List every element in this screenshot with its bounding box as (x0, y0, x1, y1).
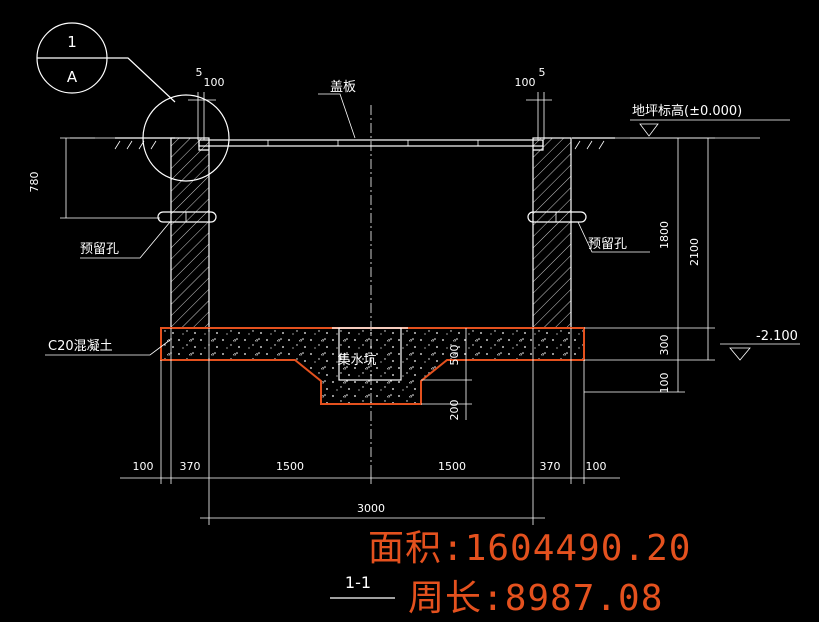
area-label: 面积: (368, 528, 465, 569)
reserved-hole-right-label: 预留孔 (588, 237, 627, 252)
dim-bottom-100-left: 100 (133, 460, 154, 473)
perimeter-value: 8987.08 (505, 578, 664, 619)
right-dimensions: 1800 2100 300 100 (584, 137, 715, 394)
left-hole-callout: 预留孔 (80, 221, 171, 259)
dim-bottom-1500-left: 1500 (276, 460, 304, 473)
dim-top-right-5: 5 (539, 66, 546, 79)
perimeter-readout: 周长:8987.08 (408, 578, 663, 619)
elevation-label: -2.100 (756, 329, 798, 344)
ground-level-callout: 地坪标高(±0.000) (630, 103, 790, 137)
detail-number: 1 (67, 33, 77, 51)
sump-dimensions: 500 200 (421, 328, 472, 421)
dim-top-right-100: 100 (515, 76, 536, 89)
concrete-callout: C20混凝土 (45, 338, 171, 356)
dim-bottom-370-left: 370 (180, 460, 201, 473)
dim-bottom-total-3000: 3000 (357, 502, 385, 515)
bottom-dimension-chain: 100 370 1500 1500 370 100 3000 (120, 328, 620, 525)
reserved-hole-left-label: 预留孔 (80, 242, 119, 257)
detail-marker: 1 A (36, 22, 176, 103)
right-wall (532, 137, 572, 329)
left-wall (170, 137, 210, 329)
dim-top-left-5: 5 (196, 66, 203, 79)
dim-sump-500: 500 (448, 345, 461, 366)
cover-plate (198, 139, 544, 151)
dim-bottom-100-right: 100 (586, 460, 607, 473)
dim-sump-200: 200 (448, 400, 461, 421)
dim-right-300: 300 (658, 335, 671, 356)
cover-plate-callout: 盖板 (318, 80, 356, 139)
dim-bottom-1500-right: 1500 (438, 460, 466, 473)
cover-plate-label: 盖板 (330, 80, 356, 95)
dim-right-2100: 2100 (688, 238, 701, 266)
measurement-overlay: 面积:1604490.20 周长:8987.08 (368, 528, 691, 619)
concrete-label: C20混凝土 (48, 338, 113, 354)
detail-sheet: A (67, 68, 78, 86)
area-value: 1604490.20 (465, 528, 692, 569)
ground-level-label: 地坪标高(±0.000) (632, 103, 742, 119)
dim-top-left-100: 100 (204, 76, 225, 89)
top-dimensions: 5 100 100 5 (188, 66, 552, 140)
dim-bottom-370-right: 370 (540, 460, 561, 473)
dim-right-100: 100 (658, 373, 671, 394)
sump-label: 集水坑 (337, 352, 376, 368)
area-readout: 面积:1604490.20 (368, 528, 691, 569)
dim-right-1800: 1800 (658, 221, 671, 249)
section-title: 1-1 (330, 573, 395, 599)
right-reserved-pipe (527, 211, 587, 223)
perimeter-label: 周长: (408, 578, 505, 619)
right-hole-callout: 预留孔 (577, 221, 650, 253)
sump-pit: 集水坑 (332, 327, 408, 381)
left-dimension: 780 (28, 137, 170, 219)
left-reserved-pipe (157, 211, 217, 223)
dim-left-780: 780 (28, 172, 41, 193)
elevation-marker: -2.100 (720, 329, 800, 361)
section-name: 1-1 (345, 573, 371, 592)
